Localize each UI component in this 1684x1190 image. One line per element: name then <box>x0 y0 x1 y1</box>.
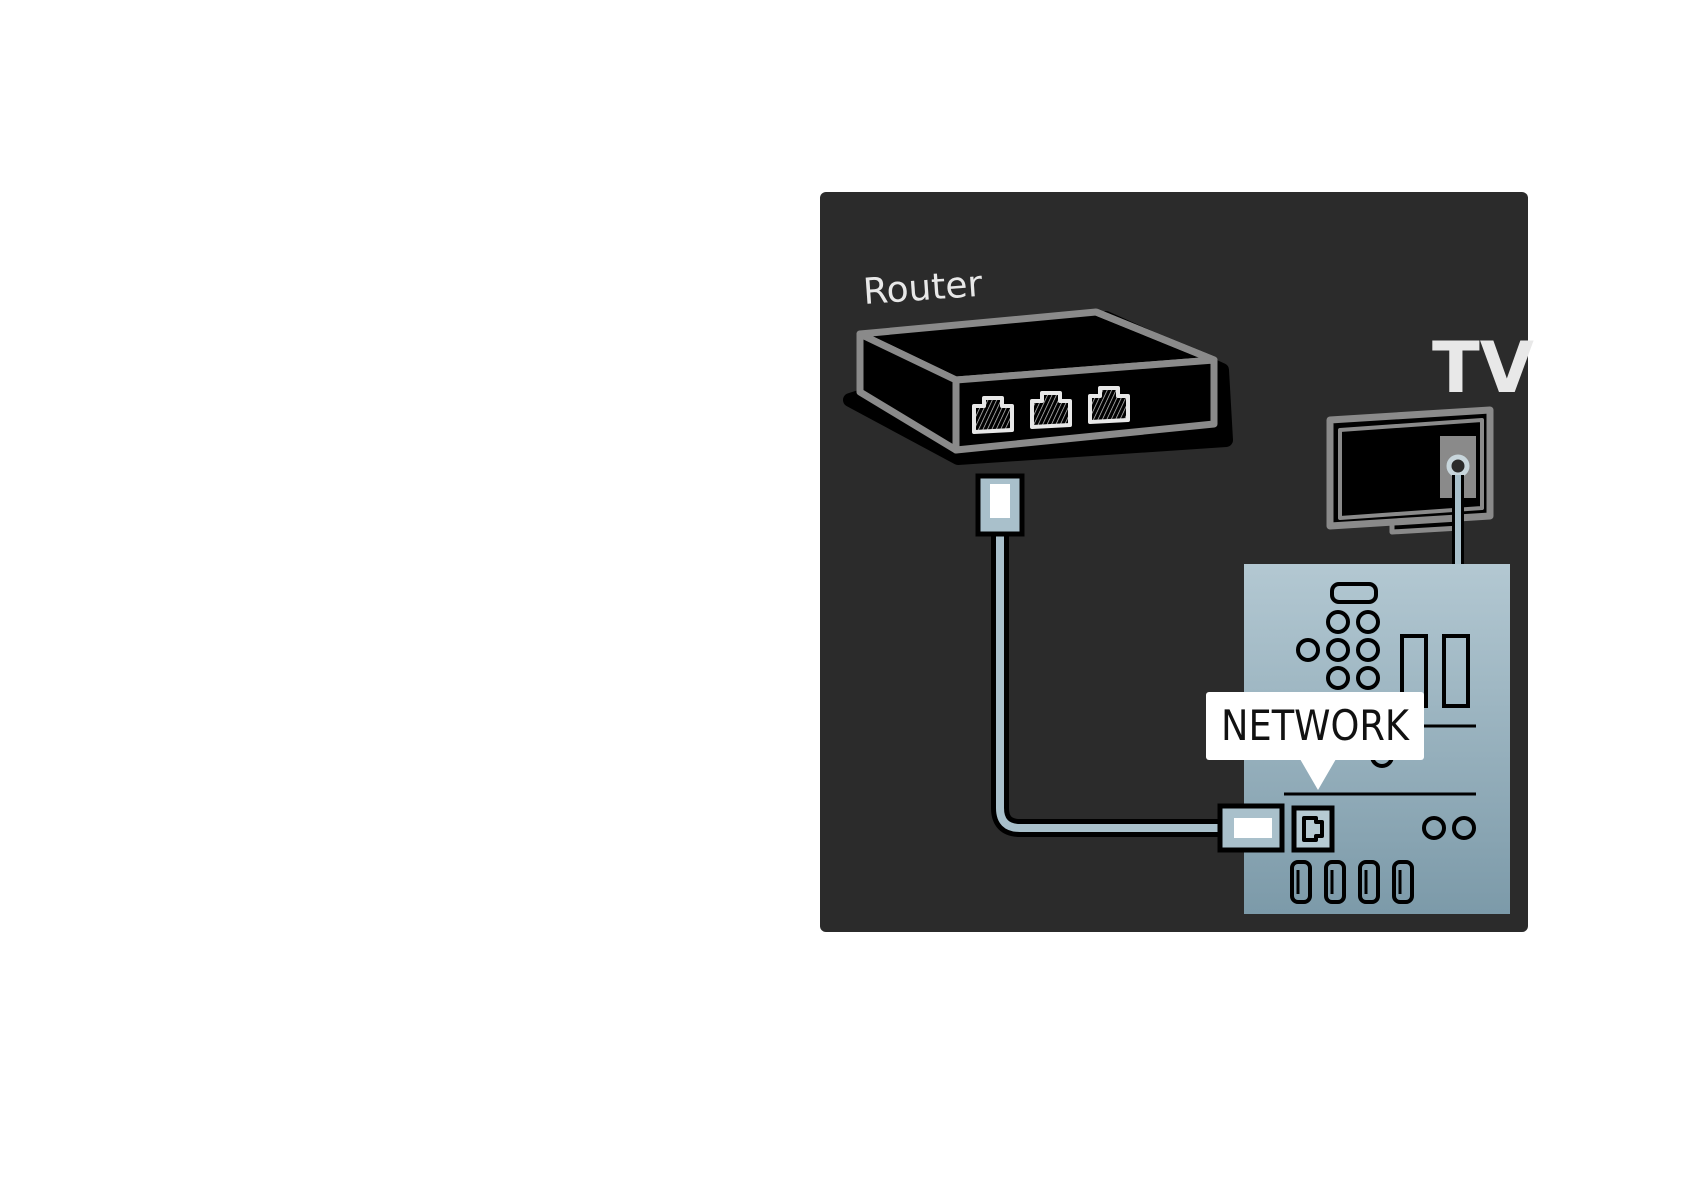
router-label: Router <box>862 264 984 313</box>
ethernet-plug-icon <box>1220 806 1282 850</box>
tv-device <box>1330 410 1490 532</box>
tv-label: TV <box>1432 327 1534 409</box>
network-label: NETWORK <box>1221 701 1410 750</box>
network-port-icon <box>1294 808 1332 850</box>
ethernet-plug-icon <box>978 476 1022 534</box>
